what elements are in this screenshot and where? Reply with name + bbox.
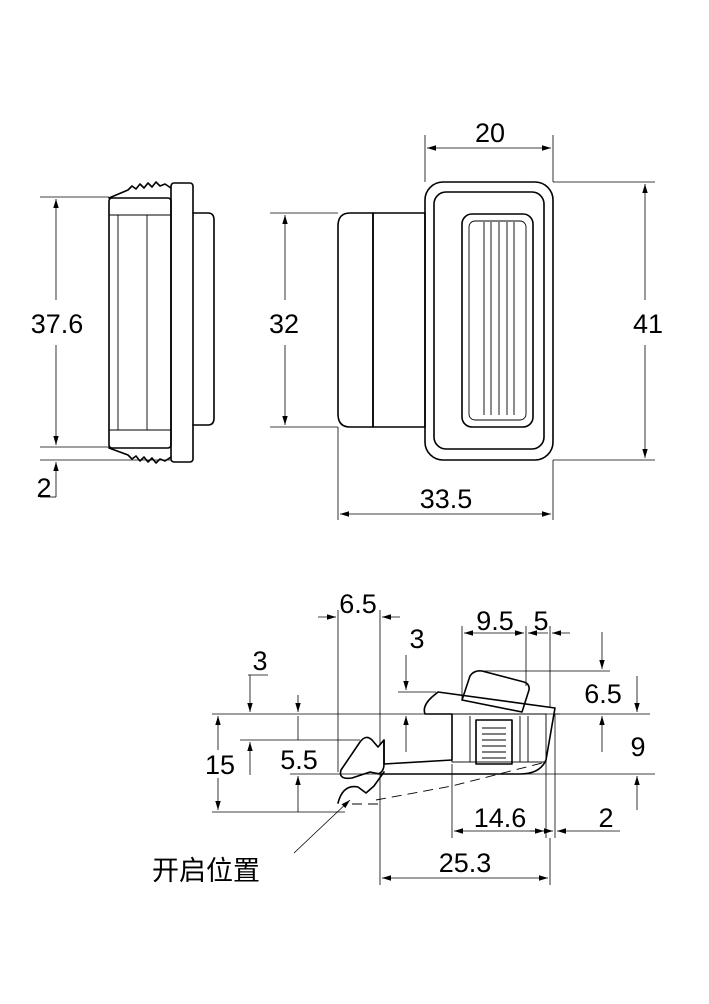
side-view: 37.6 2 — [31, 181, 215, 503]
front-view-body-back — [337, 212, 374, 428]
front-depth-label: 33.5 — [420, 484, 473, 514]
front-view-frame-inner — [433, 191, 545, 450]
side-height-label: 37.6 — [31, 309, 84, 339]
section-button-cap — [461, 670, 530, 713]
section-depth-3a-label: 3 — [252, 646, 267, 676]
side-step-label: 2 — [36, 473, 51, 503]
front-width-label: 20 — [475, 118, 505, 148]
section-2-label: 2 — [598, 803, 613, 833]
front-inner-height-label: 32 — [269, 309, 299, 339]
section-housing — [451, 713, 547, 763]
section-spring-box — [475, 719, 513, 765]
side-view-clip-top — [108, 181, 172, 199]
section-5-label: 5 — [533, 606, 548, 636]
section-15-label: 15 — [205, 750, 235, 780]
open-position-leader — [293, 799, 351, 854]
section-open-position-outline — [337, 771, 385, 804]
side-view-protrusion — [192, 212, 215, 426]
section-top-width-label: 6.5 — [339, 589, 377, 619]
front-view: 32 20 41 33.5 — [269, 118, 663, 520]
section-depth-3b-label: 3 — [409, 624, 424, 654]
front-view-body — [372, 212, 426, 428]
section-lever-body — [339, 691, 556, 780]
side-view-clip-bottom — [108, 447, 172, 464]
section-5-5-label: 5.5 — [280, 745, 318, 775]
section-9-5-label: 9.5 — [476, 606, 514, 636]
open-position-label: 开启位置 — [152, 856, 260, 886]
section-view: 6.5 3 3 15 5.5 9.5 5 — [152, 589, 655, 886]
front-height-label: 41 — [633, 309, 663, 339]
front-view-button — [461, 213, 534, 428]
section-6-5-label: 6.5 — [584, 679, 622, 709]
section-9-label: 9 — [630, 732, 645, 762]
side-view-flange — [170, 182, 194, 463]
section-14-6-label: 14.6 — [474, 803, 527, 833]
front-view-frame — [424, 181, 554, 461]
section-25-3-label: 25.3 — [439, 848, 492, 878]
